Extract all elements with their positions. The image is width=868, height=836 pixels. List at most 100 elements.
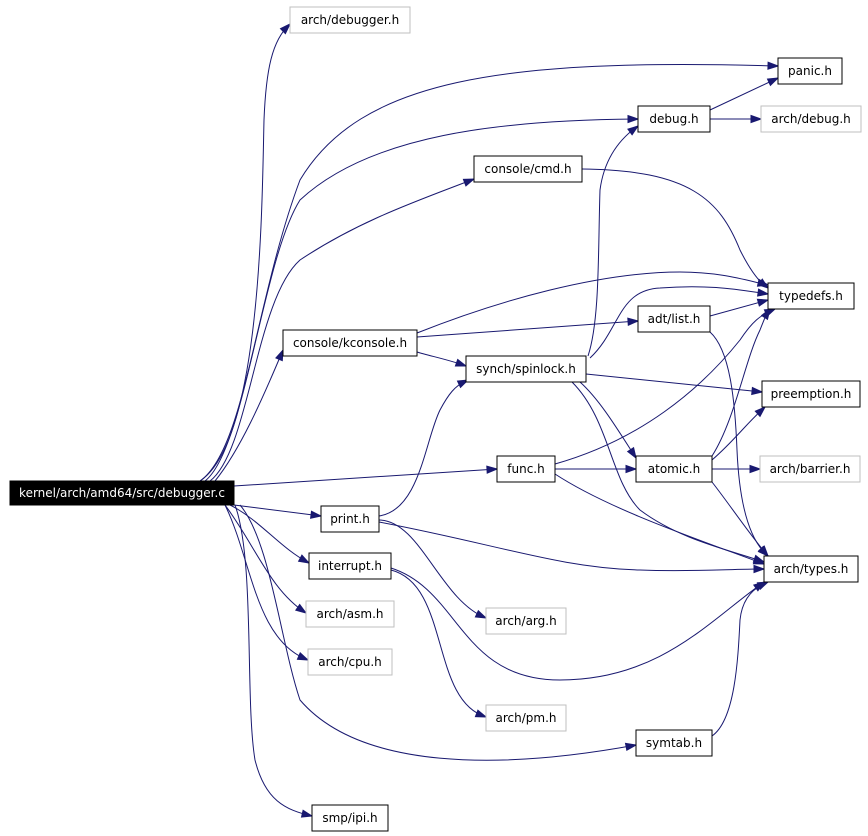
node-debug-h[interactable]: debug.h (637, 105, 711, 133)
edge-console-cmd-h-to-typedefs-h (581, 168, 769, 289)
arrowhead-symtab-h (624, 742, 638, 751)
node-print-h[interactable]: print.h (320, 505, 380, 533)
svg-text:arch/types.h: arch/types.h (774, 562, 849, 576)
nodes-layer: kernel/arch/amd64/src/debugger.c arch/de… (9, 6, 862, 832)
svg-text:symtab.h: symtab.h (646, 736, 702, 750)
node-adt-list-h[interactable]: adt/list.h (637, 305, 711, 333)
edge-console-kconsole-h-to-typedefs-h (416, 271, 769, 334)
edge-atomic-h-to-preemption-h (711, 406, 766, 461)
node-arch-cpu-h: arch/cpu.h (307, 648, 393, 676)
node-atomic-h[interactable]: atomic.h (635, 455, 713, 483)
svg-text:arch/arg.h: arch/arg.h (495, 614, 556, 628)
svg-text:arch/debugger.h: arch/debugger.h (301, 13, 399, 27)
svg-text:console/cmd.h: console/cmd.h (484, 162, 571, 176)
arrowhead-panic-h (766, 77, 780, 87)
edge-root-to-console-cmd-h (209, 178, 475, 482)
arrowhead-console-kconsole-h (275, 348, 284, 362)
arrowhead-synch-spinlock-h (454, 358, 468, 367)
arrowhead-typedefs-h (757, 288, 770, 297)
edge-symtab-h-to-arch-types-h (711, 581, 769, 737)
node-panic-h[interactable]: panic.h (777, 57, 843, 85)
arrowhead-typedefs-h (756, 298, 770, 307)
node-interrupt-h[interactable]: interrupt.h (308, 552, 392, 580)
arrowhead-console-cmd-h (462, 178, 476, 187)
arrowhead-smp-ipi-h (300, 809, 314, 818)
arrowhead-typedefs-h (760, 307, 771, 321)
arrowhead-synch-spinlock-h (456, 379, 470, 389)
node-symtab-h[interactable]: symtab.h (635, 729, 713, 757)
edge-root-to-arch-cpu-h (224, 504, 309, 661)
svg-text:arch/cpu.h: arch/cpu.h (318, 655, 382, 669)
edge-print-h-to-synch-spinlock-h (378, 379, 469, 517)
svg-text:kernel/arch/amd64/src/debugger: kernel/arch/amd64/src/debugger.c (19, 486, 225, 500)
svg-text:arch/pm.h: arch/pm.h (496, 711, 557, 725)
arrowhead-interrupt-h (297, 554, 311, 564)
node-arch-pm-h: arch/pm.h (485, 704, 567, 732)
arrowhead-arch-barrier-h (749, 464, 762, 474)
svg-text:typedefs.h: typedefs.h (779, 289, 843, 303)
svg-text:smp/ipi.h: smp/ipi.h (322, 811, 377, 825)
edge-console-kconsole-h-to-adt-list-h (416, 320, 639, 338)
node-console-cmd-h[interactable]: console/cmd.h (473, 155, 583, 183)
arrowhead-arch-debugger-h (279, 22, 292, 35)
arrowhead-preemption-h (751, 386, 764, 396)
edge-synch-spinlock-h-to-preemption-h (585, 373, 763, 393)
edge-root-to-print-h (233, 504, 322, 517)
arrowhead-adt-list-h (627, 317, 640, 326)
arrowhead-arch-pm-h (474, 709, 488, 718)
node-preemption-h[interactable]: preemption.h (761, 380, 861, 408)
arrowhead-preemption-h (754, 405, 767, 418)
edge-print-h-to-arch-arg-h (378, 519, 487, 619)
arrowhead-panic-h (767, 61, 780, 70)
svg-text:preemption.h: preemption.h (771, 387, 852, 401)
node-smp-ipi-h[interactable]: smp/ipi.h (311, 804, 389, 832)
edge-atomic-h-to-typedefs-h (711, 308, 771, 457)
edge-root-to-func-h (233, 468, 498, 487)
node-arch-barrier-h: arch/barrier.h (759, 455, 861, 483)
edge-synch-spinlock-h-to-debug-h (587, 125, 639, 357)
edge-root-to-symtab-h (239, 504, 637, 761)
edge-synch-spinlock-h-to-typedefs-h (589, 286, 769, 359)
node-arch-debugger-h: arch/debugger.h (289, 6, 411, 34)
node-synch-spinlock-h[interactable]: synch/spinlock.h (465, 355, 587, 383)
svg-text:synch/spinlock.h: synch/spinlock.h (476, 362, 576, 376)
svg-text:debug.h: debug.h (649, 112, 698, 126)
arrowhead-debug-h (627, 125, 640, 136)
arrowhead-arch-types-h (753, 564, 766, 574)
node-arch-debug-h: arch/debug.h (760, 105, 862, 133)
node-typedefs-h[interactable]: typedefs.h (767, 282, 855, 310)
arrowhead-arch-types-h (756, 581, 770, 591)
svg-text:console/kconsole.h: console/kconsole.h (293, 336, 407, 350)
node-func-h[interactable]: func.h (496, 455, 556, 483)
svg-text:adt/list.h: adt/list.h (648, 312, 701, 326)
node-root[interactable]: kernel/arch/amd64/src/debugger.c (9, 480, 235, 506)
edge-root-to-arch-debugger-h (199, 23, 291, 482)
svg-text:atomic.h: atomic.h (648, 462, 700, 476)
edge-atomic-h-to-arch-types-h (711, 481, 769, 557)
node-console-kconsole-h[interactable]: console/kconsole.h (282, 329, 418, 357)
svg-text:arch/asm.h: arch/asm.h (317, 607, 384, 621)
edge-func-h-to-typedefs-h (554, 308, 776, 465)
edge-print-h-to-arch-types-h (378, 521, 765, 572)
node-arch-asm-h: arch/asm.h (305, 600, 395, 628)
arrowhead-print-h (310, 510, 323, 519)
arrowhead-atomic-h (625, 464, 638, 474)
svg-text:arch/barrier.h: arch/barrier.h (770, 462, 851, 476)
arrowhead-arch-types-h (758, 545, 769, 558)
svg-text:print.h: print.h (330, 512, 370, 526)
edge-func-h-to-arch-types-h (554, 473, 765, 565)
arrowhead-debug-h (627, 114, 640, 124)
edge-debug-h-to-panic-h (709, 77, 779, 111)
edge-root-to-console-kconsole-h (214, 349, 284, 482)
arrowhead-typedefs-h (756, 278, 770, 287)
arrowhead-arch-arg-h (474, 609, 488, 619)
arrowhead-arch-cpu-h (296, 651, 310, 661)
svg-text:panic.h: panic.h (788, 64, 832, 78)
edge-root-to-smp-ipi-h (234, 504, 313, 817)
arrowhead-func-h (486, 465, 499, 474)
edge-interrupt-h-to-arch-pm-h (390, 569, 487, 718)
edges-layer (199, 22, 780, 818)
node-arch-types-h[interactable]: arch/types.h (763, 555, 859, 583)
arrowhead-arch-asm-h (294, 603, 308, 614)
